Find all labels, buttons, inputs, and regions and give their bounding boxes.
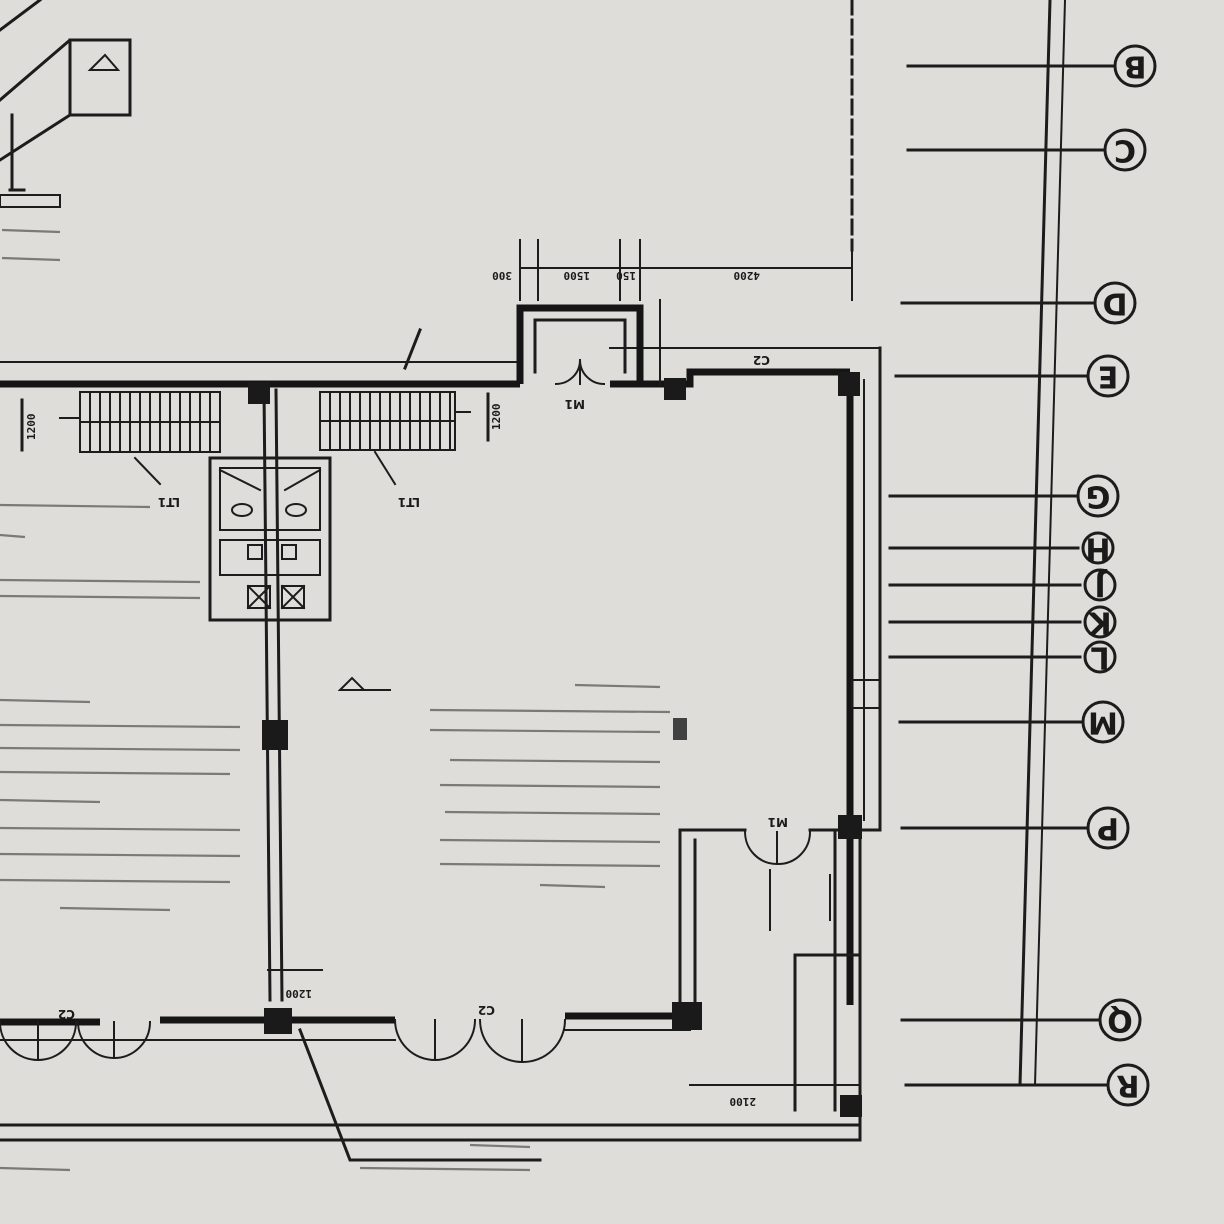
grid-bubble-c: C xyxy=(1103,128,1147,172)
dim-300: 300 xyxy=(492,269,512,282)
grid-bubble-circle xyxy=(1113,44,1157,88)
door-tag-right: M1 xyxy=(768,815,788,829)
column xyxy=(264,1008,292,1034)
note-block-upper-left xyxy=(0,503,201,600)
grid-bubble-label: P xyxy=(1097,811,1119,846)
dim-bottom-col: 1200 xyxy=(286,987,313,1000)
fixture xyxy=(285,503,307,517)
column xyxy=(840,1095,862,1117)
column xyxy=(262,720,288,750)
grid-axis-column xyxy=(1018,0,1067,1087)
grid-bubble-circle xyxy=(1083,568,1117,602)
leader-lines xyxy=(133,328,542,1162)
dim-150: 150 xyxy=(616,269,636,282)
grid-lines xyxy=(888,64,1117,1087)
grid-bubble-e: E xyxy=(1086,354,1130,398)
stair-right xyxy=(319,391,456,451)
window-tag-bottom: C2 xyxy=(478,1003,495,1017)
dim-4200: 4200 xyxy=(734,269,761,282)
grid-bubble-circle xyxy=(1083,605,1117,639)
dim-1500: 1500 xyxy=(564,269,591,282)
axis-dim-line-inner xyxy=(1033,0,1067,1087)
note-block-center xyxy=(429,683,687,889)
grid-bubble-circle xyxy=(1106,1063,1150,1107)
column xyxy=(672,1002,702,1030)
grid-bubble-label: Q xyxy=(1107,1003,1133,1038)
grid-bubble-label: E xyxy=(1098,359,1119,394)
grid-bubble-circle xyxy=(1098,998,1142,1042)
grid-bubble-j: J xyxy=(1083,568,1117,603)
grid-bubble-label: G xyxy=(1086,479,1111,514)
fixture xyxy=(281,544,297,560)
dimension-labels: 300 1500 150 4200 1200 1200 1200 2100 xyxy=(25,269,760,1108)
axis-dim-line-outer xyxy=(1018,0,1052,1087)
grid-bubble-label: J xyxy=(1094,568,1107,603)
grid-bubble-d: D xyxy=(1093,281,1137,325)
grid-bubble-l: L xyxy=(1083,640,1117,675)
doors xyxy=(0,358,812,1064)
dim-stair-right: 1200 xyxy=(490,404,503,431)
note-marker xyxy=(673,718,687,740)
grid-bubble-circle xyxy=(1081,700,1125,744)
grid-bubble-circle xyxy=(1086,354,1130,398)
grid-bubble-label: H xyxy=(1085,531,1110,566)
fixture xyxy=(247,544,263,560)
note-block-left xyxy=(0,698,241,912)
grid-bubble-h: H xyxy=(1081,531,1115,566)
drain-box xyxy=(281,585,305,609)
grid-bubble-label: M xyxy=(1088,705,1118,740)
grid-bubble-circle xyxy=(1083,640,1117,674)
grid-bubble-k: K xyxy=(1083,605,1117,640)
iso-detail-fragment xyxy=(0,0,132,262)
window-tag-top-right: C2 xyxy=(753,353,770,367)
grid-bubble-circle xyxy=(1081,531,1115,565)
column xyxy=(664,378,686,400)
grid-bubble-label: K xyxy=(1087,605,1112,640)
column xyxy=(248,382,270,404)
grid-bubble-m: M xyxy=(1081,700,1125,744)
grid-bubble-circle xyxy=(1076,474,1120,518)
stair-tag-left: LT1 xyxy=(158,495,180,509)
fixture xyxy=(231,503,253,517)
grid-bubble-circle xyxy=(1103,128,1147,172)
element-tags: M1 M1 C2 C2 C2 LT1 LT1 xyxy=(58,353,788,1021)
column xyxy=(838,372,860,396)
dim-stair-left: 1200 xyxy=(25,414,38,441)
grid-bubble-label: D xyxy=(1103,286,1128,321)
window-tag-bottom-left: C2 xyxy=(58,1007,75,1021)
dimension-chains xyxy=(267,239,861,1086)
column xyxy=(838,815,862,839)
stair-tag-right: LT1 xyxy=(398,495,420,509)
structural-columns xyxy=(248,372,881,1117)
grid-bubble-circle xyxy=(1086,806,1130,850)
service-blocks xyxy=(208,456,332,622)
grid-bubble-label: R xyxy=(1116,1068,1139,1103)
grid-bubble-label: C xyxy=(1114,133,1136,168)
note-block-bottom xyxy=(0,1143,531,1172)
door-tag-top: M1 xyxy=(565,397,585,411)
stairs xyxy=(20,391,490,453)
grid-bubble-label: L xyxy=(1090,640,1109,675)
grid-bubble-circle xyxy=(1093,281,1137,325)
grid-bubble-p: P xyxy=(1086,806,1130,850)
column-outline xyxy=(851,679,881,709)
grid-bubble-g: G xyxy=(1076,474,1120,518)
grid-bubble-q: Q xyxy=(1098,998,1142,1042)
dim-right-lower: 2100 xyxy=(730,1095,757,1108)
grid-bubble-r: R xyxy=(1106,1063,1150,1107)
drain-box xyxy=(247,585,271,609)
stair-left xyxy=(79,391,221,453)
grid-bubble-label: B xyxy=(1124,49,1147,84)
grid-bubble-b: B xyxy=(1113,44,1157,88)
